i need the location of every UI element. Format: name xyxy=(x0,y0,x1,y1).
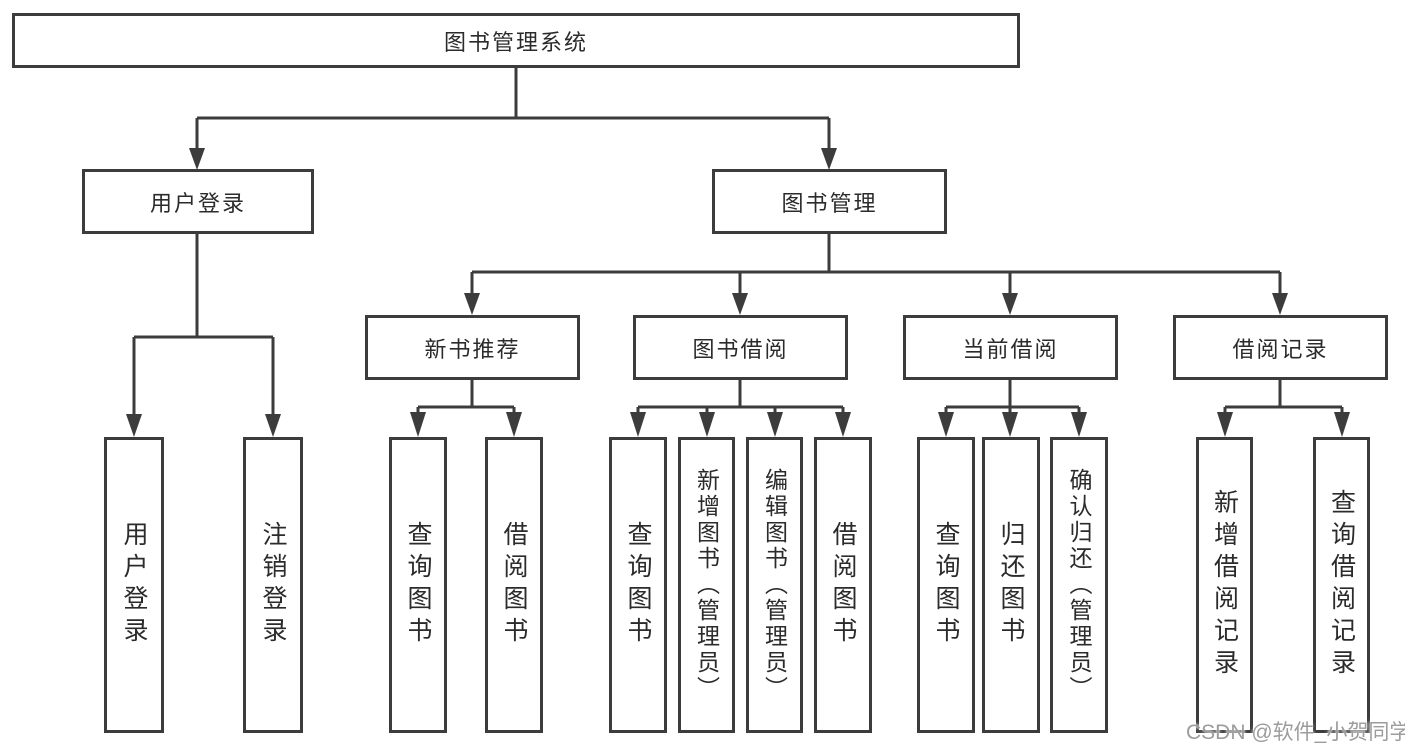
node-book-management-branch: 图书管理 xyxy=(712,169,947,234)
node-label: 查询图书 xyxy=(624,521,652,649)
csdn-watermark: CSDN @软件_小贺同学 xyxy=(1186,721,1405,744)
node-new-book-recommend: 新书推荐 xyxy=(365,315,580,380)
leaf-query-books-current: 查询图书 xyxy=(917,437,975,733)
leaf-query-books-borrowing: 查询图书 xyxy=(609,437,667,733)
leaf-edit-books-admin: 编辑图书（管理员） xyxy=(746,437,803,733)
leaf-query-borrow-record: 查询借阅记录 xyxy=(1313,437,1370,733)
leaf-add-books-admin: 新增图书（管理员） xyxy=(678,437,735,733)
node-label: 新书推荐 xyxy=(424,336,521,362)
node-label: 图书借阅 xyxy=(692,336,789,362)
leaf-add-borrow-record: 新增借阅记录 xyxy=(1196,437,1253,733)
node-label: 编辑图书（管理员） xyxy=(761,468,788,702)
leaf-logout: 注销登录 xyxy=(243,437,303,733)
node-label: 借阅记录 xyxy=(1232,336,1329,362)
node-label: 用户登录 xyxy=(120,521,148,649)
node-label: 新增图书（管理员） xyxy=(693,468,720,702)
node-label: 查询借阅记录 xyxy=(1327,489,1356,681)
node-label: 新增借阅记录 xyxy=(1210,489,1239,681)
node-label: 图书管理 xyxy=(781,190,878,216)
node-label: 确认归还（管理员） xyxy=(1066,468,1092,702)
leaf-borrow-books-recommend: 借阅图书 xyxy=(485,437,543,733)
node-label: 归还图书 xyxy=(997,521,1025,649)
node-current-borrowing: 当前借阅 xyxy=(903,315,1118,380)
leaf-borrow-books: 借阅图书 xyxy=(814,437,872,733)
node-root-system: 图书管理系统 xyxy=(12,13,1020,68)
node-label: 注销登录 xyxy=(259,521,287,649)
leaf-return-books: 归还图书 xyxy=(982,437,1040,733)
node-label: 当前借阅 xyxy=(962,336,1059,362)
leaf-query-books-recommend: 查询图书 xyxy=(389,437,447,733)
node-label: 查询图书 xyxy=(404,521,432,649)
node-label: 用户登录 xyxy=(149,190,246,216)
leaf-user-login: 用户登录 xyxy=(104,437,164,733)
leaf-confirm-return-admin: 确认归还（管理员） xyxy=(1050,437,1108,733)
node-user-login-branch: 用户登录 xyxy=(82,169,314,234)
node-label: 查询图书 xyxy=(932,521,960,649)
node-book-borrowing: 图书借阅 xyxy=(633,315,848,380)
node-label: 借阅图书 xyxy=(829,521,857,649)
node-label: 图书管理系统 xyxy=(443,29,588,55)
node-borrowing-records: 借阅记录 xyxy=(1173,315,1388,380)
node-label: 借阅图书 xyxy=(500,521,528,649)
arrowheads xyxy=(126,148,1350,437)
